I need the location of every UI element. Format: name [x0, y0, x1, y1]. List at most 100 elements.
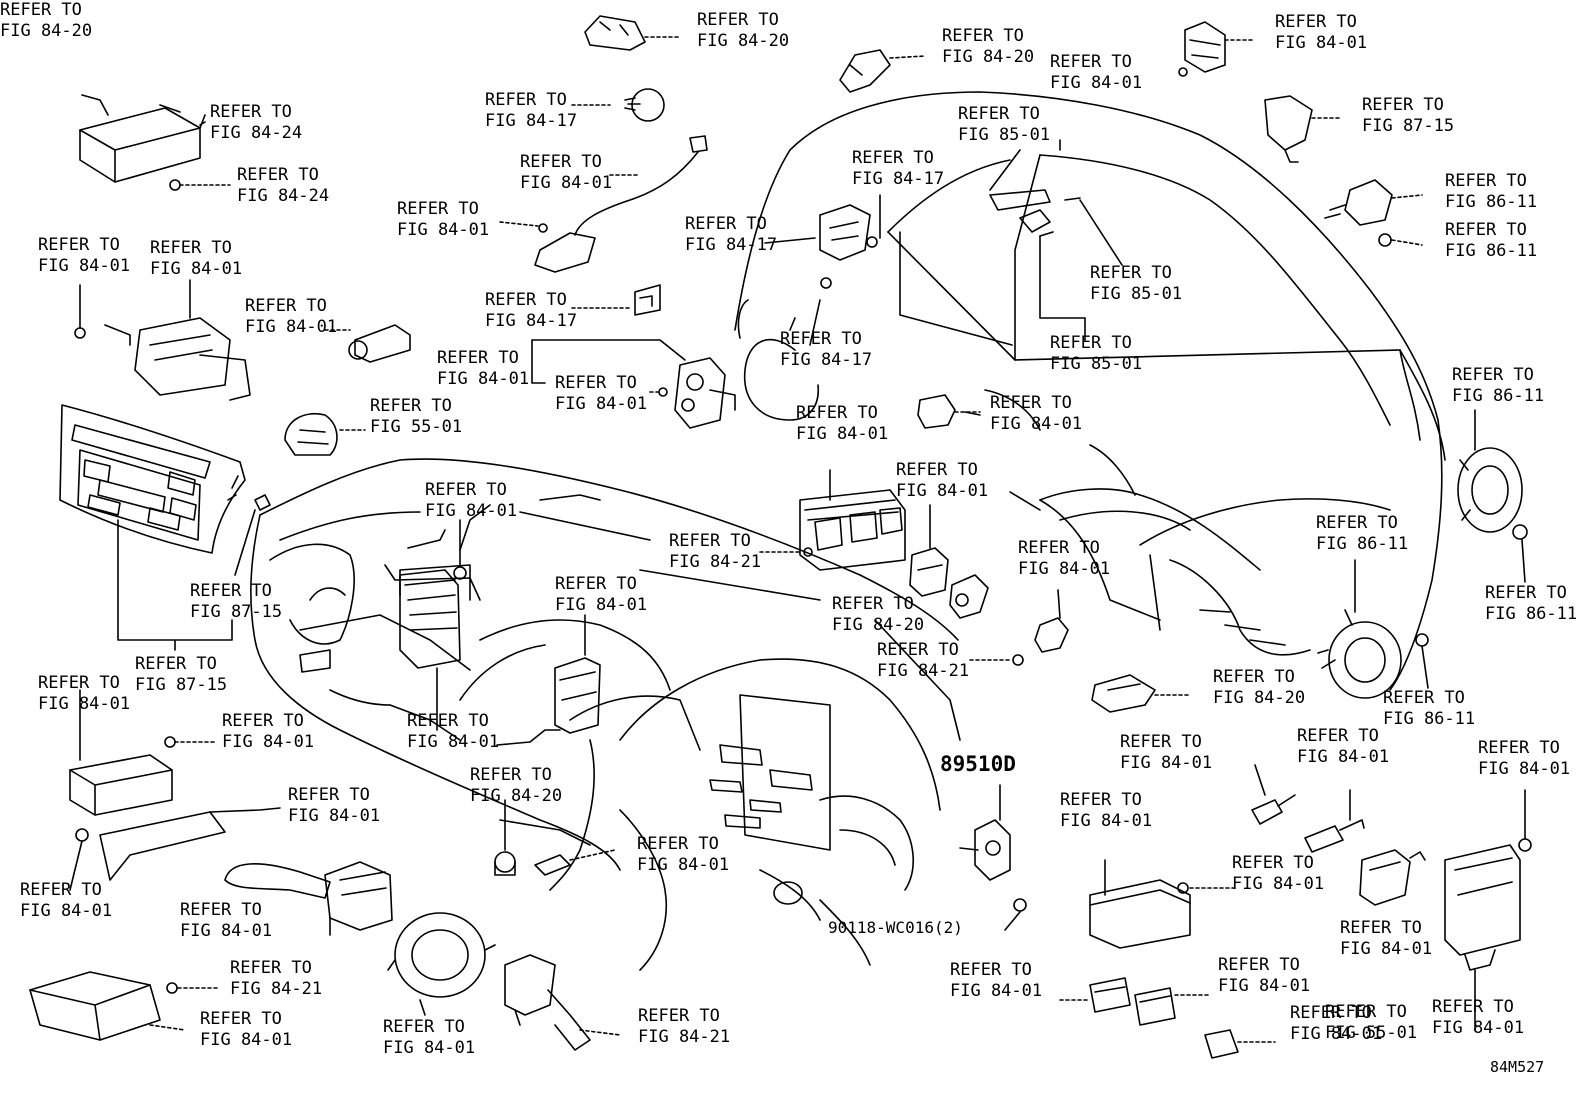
callout-line-refer: REFER TO: [796, 403, 878, 423]
callout-line-fig: FIG 84-01: [288, 806, 381, 826]
callout-line-refer: REFER TO: [697, 10, 779, 30]
callout-line-fig: FIG 85-01: [1090, 284, 1183, 304]
switch-stem-b: [1304, 789, 1365, 853]
callout-line-fig: FIG 84-17: [685, 235, 778, 255]
callout-line-fig: FIG 84-24: [210, 123, 303, 143]
callout-line-refer: REFER TO: [200, 1009, 282, 1029]
callout-line-refer: REFER TO: [210, 102, 292, 122]
callout-line-fig: FIG 84-24: [237, 186, 330, 206]
callout-line-refer: REFER TO: [38, 673, 120, 693]
callout-line-refer: REFER TO: [832, 594, 914, 614]
callout-line-fig: FIG 87-15: [135, 675, 228, 695]
callout-line-refer: REFER TO: [877, 640, 959, 660]
instrument-panel-outline: [250, 458, 959, 971]
callout-line-fig: FIG 84-01: [150, 259, 243, 279]
climate-control-panel: [59, 404, 271, 651]
callout-line-fig: FIG 84-21: [230, 979, 323, 999]
sensor-top-right: [1264, 95, 1341, 163]
power-window-switch-assy: [759, 469, 906, 571]
bolt-part-label[interactable]: 90118-WC016(2): [828, 918, 963, 937]
control-unit-lower-left: [69, 689, 216, 816]
dome-cover: [284, 413, 366, 456]
part-number-label[interactable]: 89510D: [940, 752, 1016, 776]
callout-line-refer: REFER TO: [950, 960, 1032, 980]
callout-line-refer: REFER TO: [237, 165, 319, 185]
callout-line-refer: REFER TO: [245, 296, 327, 316]
callout-line-fig: FIG 84-01: [1232, 874, 1325, 894]
control-box-right: [1089, 859, 1236, 949]
callout-line-refer: REFER TO: [20, 880, 102, 900]
callout-line-refer: REFER TO: [990, 393, 1072, 413]
leader-lines: [519, 139, 1061, 741]
callout-line-fig: FIG 84-01: [38, 694, 131, 714]
callout-line-refer: REFER TO: [942, 26, 1024, 46]
callout-line-refer: REFER TO: [896, 460, 978, 480]
